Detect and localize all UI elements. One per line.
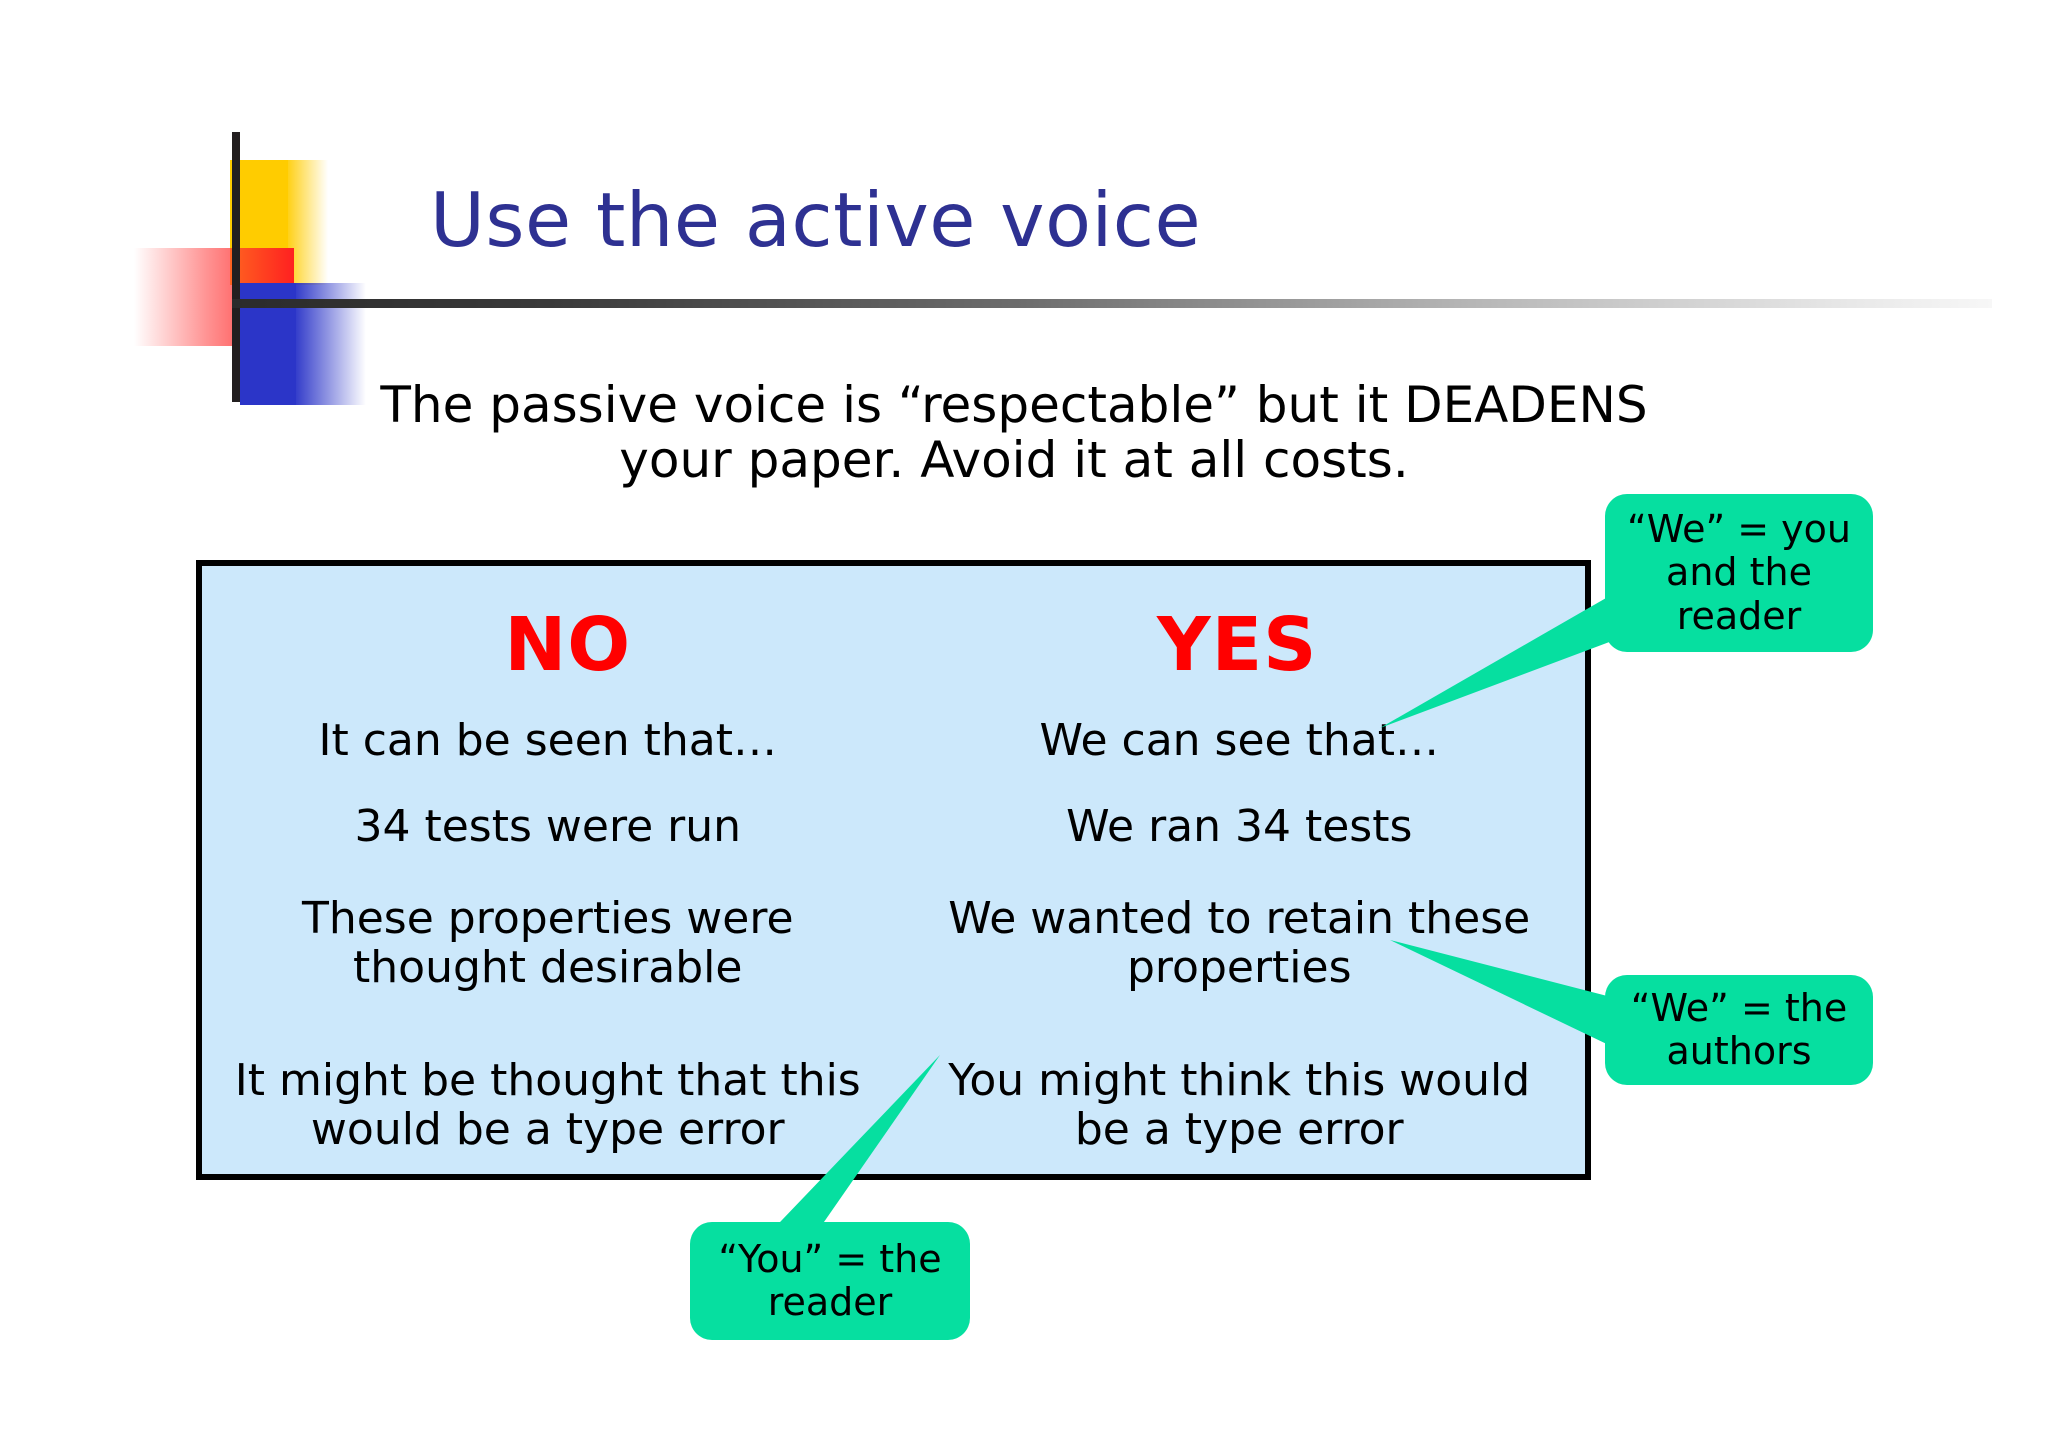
table-row: It can be seen that… We can see that… xyxy=(202,716,1585,802)
table-row: 34 tests were run We ran 34 tests xyxy=(202,802,1585,894)
subtitle-line-1: The passive voice is “respectable” but i… xyxy=(380,376,1648,434)
subtitle-block: The passive voice is “respectable” but i… xyxy=(274,378,1754,487)
cell-yes-2: We ran 34 tests xyxy=(1066,801,1413,852)
callout-text: “We” = the authors xyxy=(1630,985,1848,1073)
callout-text: “You” = the reader xyxy=(718,1236,942,1324)
comparison-header-row: NO YES xyxy=(202,602,1585,688)
decorative-logo xyxy=(134,132,412,405)
callout-we-equals-you-and-reader: “We” = you and the reader xyxy=(1605,494,1873,652)
callout-we-equals-the-authors: “We” = the authors xyxy=(1605,975,1873,1085)
page-title: Use the active voice xyxy=(430,176,1202,264)
title-underline-rule xyxy=(232,299,1992,308)
comparison-rows: It can be seen that… We can see that… 34… xyxy=(202,716,1585,1155)
column-header-yes: YES xyxy=(1157,602,1318,688)
comparison-box: NO YES It can be seen that… We can see t… xyxy=(196,560,1591,1180)
subtitle-line-2: your paper. Avoid it at all costs. xyxy=(619,430,1409,489)
logo-vertical-rule xyxy=(232,132,240,402)
cell-no-4: It might be thought that this would be a… xyxy=(234,1055,861,1156)
callout-you-equals-the-reader: “You” = the reader xyxy=(690,1222,970,1340)
cell-yes-4: You might think this would be a type err… xyxy=(948,1055,1531,1156)
cell-no-2: 34 tests were run xyxy=(354,801,741,852)
cell-yes-3: We wanted to retain these properties xyxy=(948,893,1531,994)
cell-no-1: It can be seen that… xyxy=(318,715,778,766)
table-row: These properties were thought desirable … xyxy=(202,894,1585,1046)
column-header-no: NO xyxy=(504,602,632,688)
cell-yes-1: We can see that… xyxy=(1039,715,1439,766)
cell-no-3: These properties were thought desirable xyxy=(301,893,794,994)
table-row: It might be thought that this would be a… xyxy=(202,1056,1585,1155)
callout-text: “We” = you and the reader xyxy=(1627,507,1851,638)
